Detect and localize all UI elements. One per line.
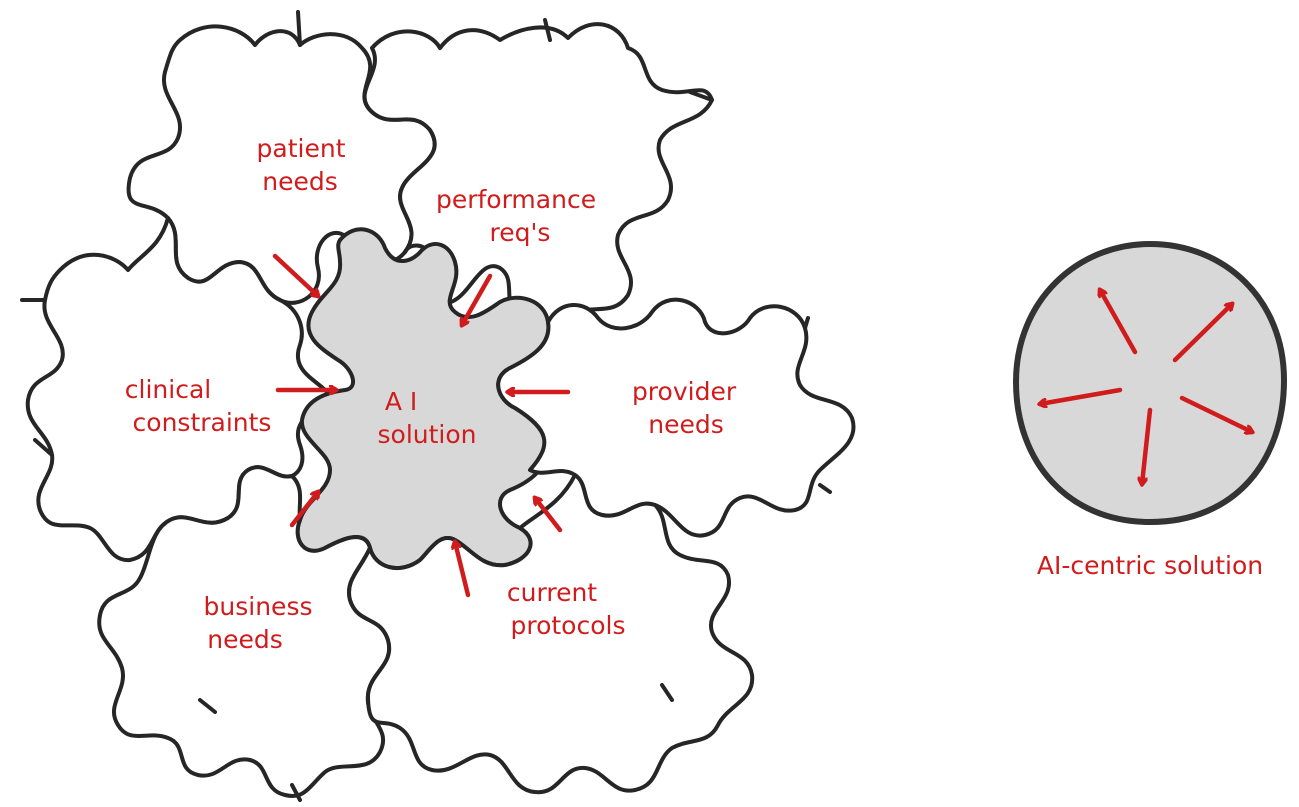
arrow-from-performance-reqs xyxy=(462,273,493,325)
label-line: current xyxy=(507,578,597,607)
piece-ai-solution xyxy=(297,229,551,569)
label-line: A I xyxy=(385,387,417,416)
label-line: protocols xyxy=(510,611,625,640)
label-line: clinical xyxy=(125,375,211,404)
piece-provider-needs xyxy=(496,297,856,538)
label-line: needs xyxy=(648,410,724,439)
piece-current-protocols xyxy=(347,473,755,795)
label-current-protocols: current protocols xyxy=(507,578,626,640)
label-ai-solution: A I solution xyxy=(378,387,477,449)
outbound-arrow xyxy=(1172,304,1232,363)
outbound-arrow xyxy=(1179,395,1252,432)
label-patient-needs: patient needs xyxy=(257,134,354,196)
label-line: req's xyxy=(490,218,551,247)
label-provider-needs: provider needs xyxy=(632,377,744,439)
outbound-arrow xyxy=(1142,407,1153,484)
ai-centric-circle xyxy=(1012,240,1288,526)
outbound-arrow xyxy=(1100,290,1138,355)
label-line: constraints xyxy=(133,408,272,437)
piece-business-needs xyxy=(97,465,392,798)
label-line: business xyxy=(204,592,313,621)
inbound-arrows xyxy=(272,253,571,598)
ai-centric-caption: AI-centric solution xyxy=(1037,551,1263,580)
arrow-from-business-needs xyxy=(289,492,318,528)
label-line: patient xyxy=(257,134,346,163)
label-clinical-constraints: clinical constraints xyxy=(125,375,272,437)
puzzle-diagram xyxy=(20,10,856,802)
label-line: performance xyxy=(436,185,596,214)
label-line: solution xyxy=(378,420,477,449)
label-business-needs: business needs xyxy=(204,592,321,654)
ai-centric-diagram: AI-centric solution xyxy=(1012,240,1288,580)
label-line: needs xyxy=(207,625,283,654)
label-line: needs xyxy=(262,167,338,196)
label-line: provider xyxy=(632,377,737,406)
outbound-arrow xyxy=(1040,387,1123,404)
arrow-from-patient-needs xyxy=(272,253,318,296)
arrow-from-current-protocols-2 xyxy=(535,498,563,533)
edge-ticks xyxy=(20,10,832,802)
arrow-from-current-protocols xyxy=(455,542,471,598)
piece-labels: patient needs performance req's clinical… xyxy=(125,134,744,654)
label-performance-reqs: performance req's xyxy=(436,185,604,247)
outbound-arrows xyxy=(1040,290,1252,484)
